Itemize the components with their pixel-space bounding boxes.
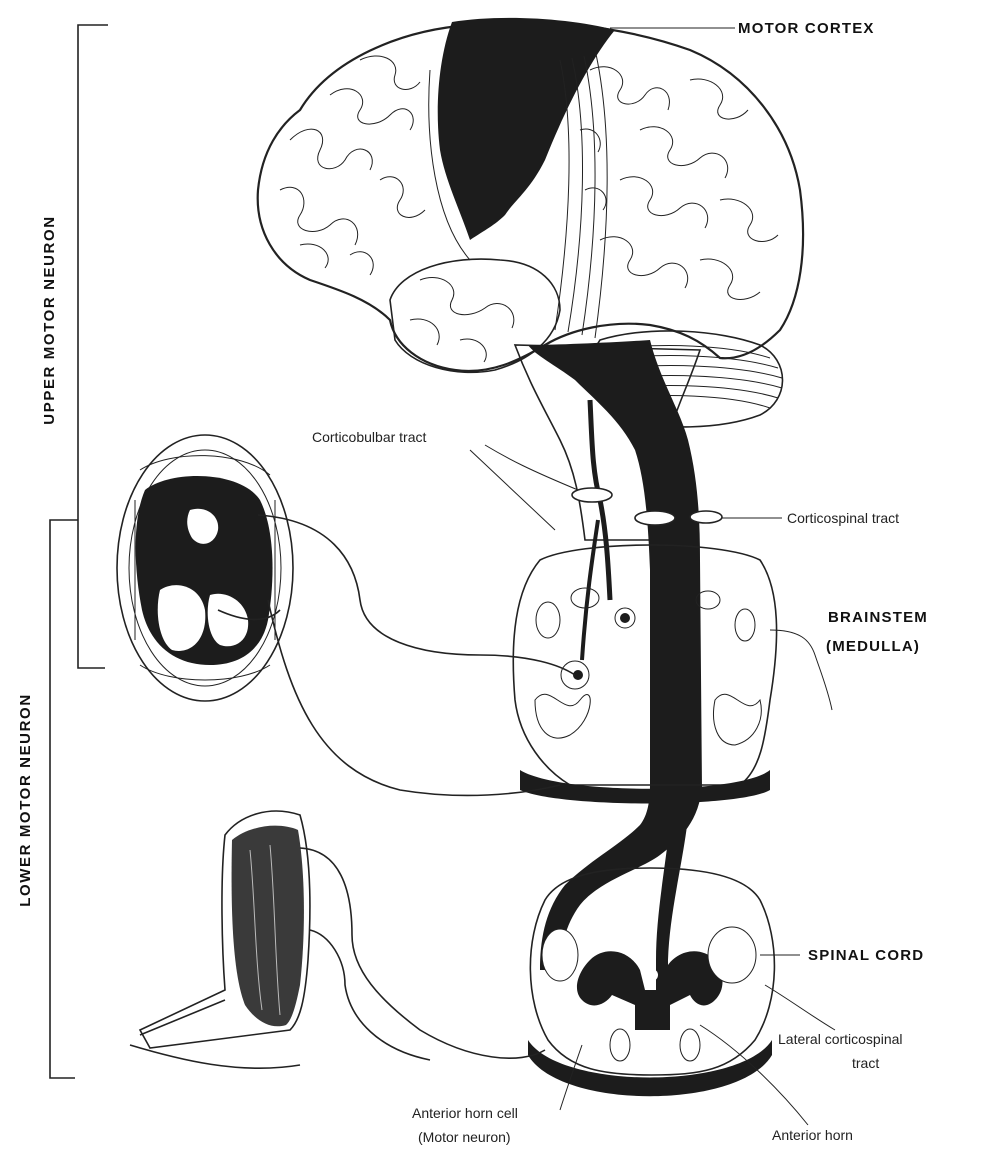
lateral-corticospinal-tract-label: tract [852, 1055, 879, 1071]
brainstem-label: BRAINSTEM [828, 609, 928, 626]
arm-muscle-illustration [130, 811, 310, 1068]
brain-illustration [258, 18, 803, 540]
motor-cortex-label: MOTOR CORTEX [738, 20, 875, 37]
corticospinal-tract [528, 340, 702, 1030]
medulla-label: (MEDULLA) [826, 638, 920, 655]
anterior-horn-cell-label: Anterior horn cell [412, 1105, 518, 1121]
lateral-corticospinal-label: Lateral corticospinal [778, 1031, 903, 1047]
corticospinal-tract-label: Corticospinal tract [787, 510, 899, 526]
spinal-cord-label: SPINAL CORD [808, 947, 924, 964]
lower-motor-neuron-label: LOWER MOTOR NEURON [17, 693, 34, 907]
lower-motor-neuron-bracket [50, 520, 78, 1078]
medulla-cross-section [513, 545, 776, 804]
upper-motor-neuron-bracket [78, 25, 108, 668]
corticobulbar-tract-label: Corticobulbar tract [312, 429, 426, 445]
upper-motor-neuron-label: UPPER MOTOR NEURON [41, 215, 58, 424]
motor-neuron-label: (Motor neuron) [418, 1129, 511, 1145]
corticobulbar-tract [582, 400, 610, 660]
mouth-tongue-illustration [117, 435, 293, 701]
anterior-horn-label: Anterior horn [772, 1127, 853, 1143]
